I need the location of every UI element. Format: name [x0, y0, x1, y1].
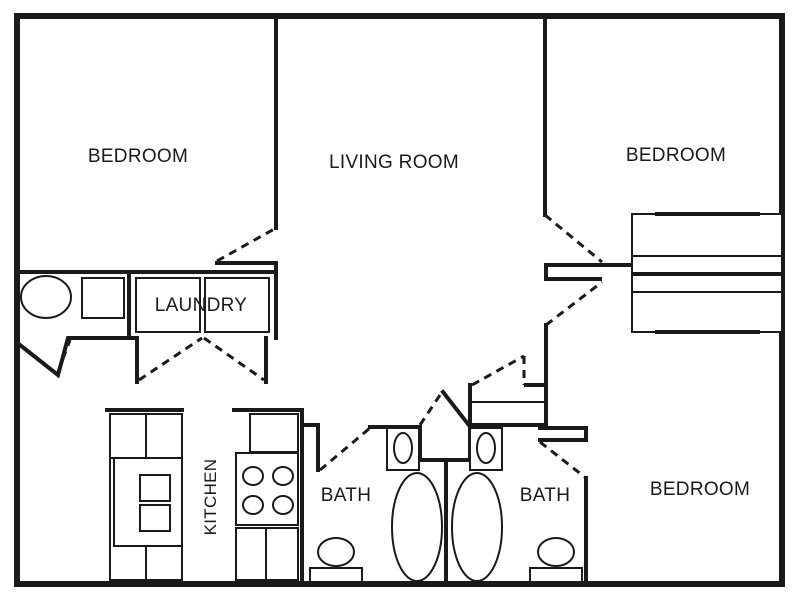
door-closet — [56, 339, 72, 373]
burner-1 — [242, 466, 264, 486]
wall-linen-closet — [468, 383, 548, 427]
door-bath-center — [418, 391, 444, 426]
kitchen-counter-right — [249, 413, 299, 453]
label-bedroom-left: BEDROOM — [88, 146, 188, 167]
doors — [56, 213, 603, 480]
door-laundry-left — [138, 336, 203, 382]
bath-right-sink — [476, 432, 496, 464]
closet-sliding-doors — [631, 212, 783, 334]
door-right-bedroom-top — [544, 213, 603, 264]
burner-3 — [242, 495, 264, 515]
burner-4 — [272, 495, 294, 515]
closet-cabinet — [81, 277, 125, 319]
room-labels: BEDROOM LIVING ROOM BEDROOM LAUNDRY KITC… — [88, 145, 750, 535]
bath-right-toilet — [537, 537, 575, 567]
dryer — [204, 277, 270, 333]
bath-left-sink — [393, 432, 413, 464]
bath-left-toilet — [317, 537, 355, 567]
label-laundry: LAUNDRY — [155, 295, 248, 316]
wall-bath-right-top — [538, 426, 588, 442]
bath-right-tub — [451, 472, 503, 582]
burner-2 — [272, 466, 294, 486]
door-linen — [471, 354, 525, 387]
wall-kitchen-right — [232, 408, 304, 586]
wall-bath-chevron — [440, 389, 471, 427]
label-kitchen: KITCHEN — [201, 459, 220, 536]
label-living-room: LIVING ROOM — [329, 152, 459, 173]
door-laundry-right — [203, 336, 265, 382]
bath-right-toilet-tank — [529, 567, 583, 583]
sink-basin-1 — [139, 474, 171, 502]
bath-left-toilet-tank — [309, 567, 363, 583]
wall-closet-bottom — [17, 336, 139, 384]
sink-basin-2 — [139, 504, 171, 532]
wall-lower-left — [215, 261, 278, 340]
door-right-bedroom-bottom — [545, 280, 603, 327]
fixtures — [20, 275, 583, 583]
stove — [235, 452, 299, 526]
label-bath-right: BATH — [520, 485, 570, 506]
bath-left-tub — [391, 472, 443, 582]
label-bedroom-right-bottom: BEDROOM — [650, 479, 750, 500]
water-heater — [20, 275, 72, 319]
door-left-bedroom — [216, 226, 277, 263]
wall-bath-top-left — [300, 423, 320, 472]
door-bath-right — [539, 440, 587, 480]
washer — [135, 277, 201, 333]
label-bath-left: BATH — [321, 485, 371, 506]
door-bath-left — [319, 426, 371, 472]
label-bedroom-right-top: BEDROOM — [626, 145, 726, 166]
